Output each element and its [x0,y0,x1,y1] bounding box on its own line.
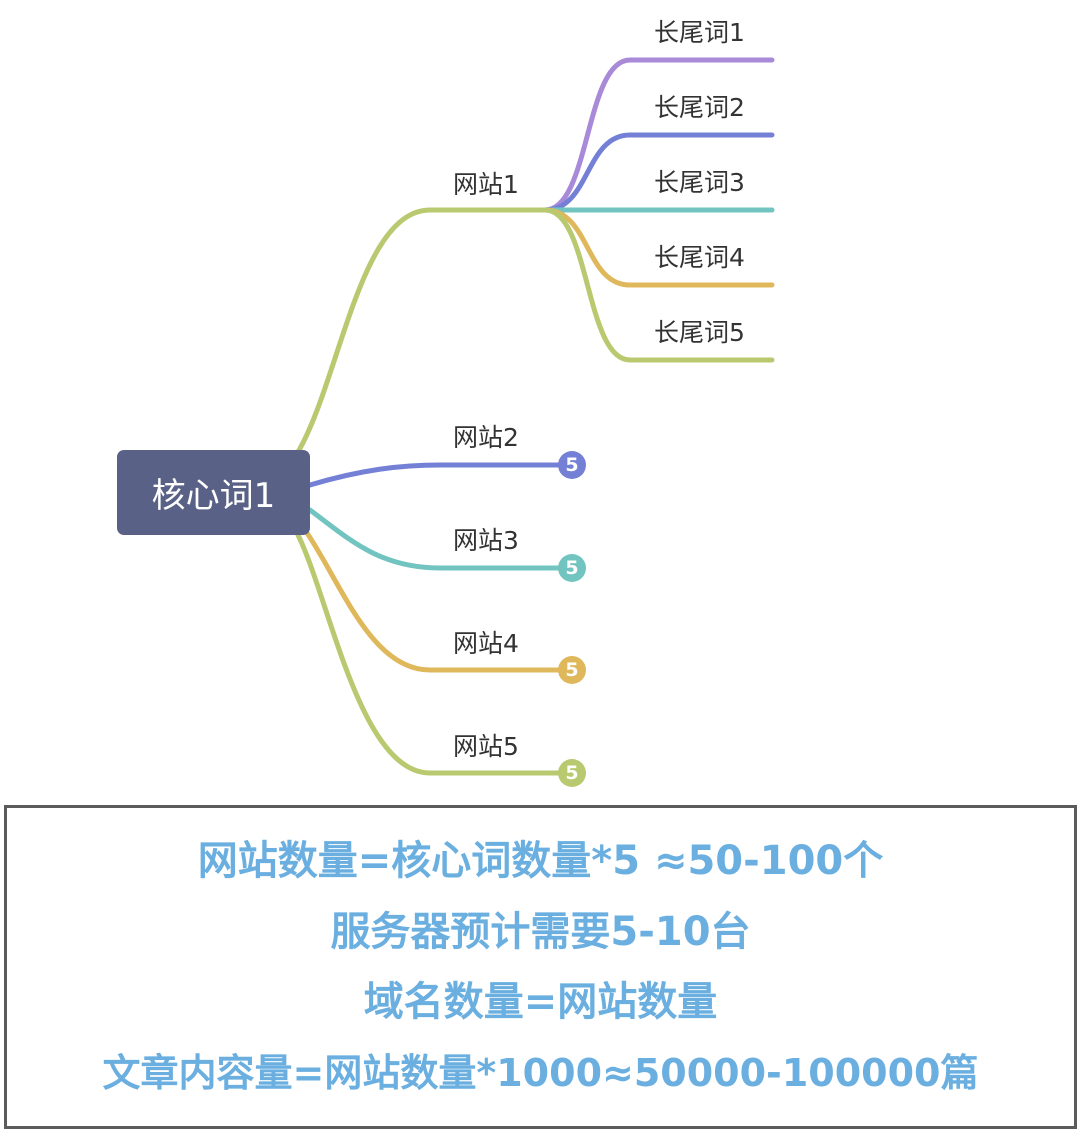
connector-site-2 [307,462,575,488]
summary-domain-count: 域名数量=网站数量 [363,979,718,1026]
keyword-label-1[interactable]: 长尾词1 [654,18,745,47]
collapsed-count-badge-site-5[interactable]: 5 [558,759,586,787]
keyword-label-5[interactable]: 长尾词5 [654,318,745,347]
keyword-label-4[interactable]: 长尾词4 [654,243,745,272]
connector-site-4 [302,527,575,673]
connector-site-3 [307,507,575,571]
keyword-label-2[interactable]: 长尾词2 [654,93,745,122]
connector-site-1 [295,207,548,455]
summary-server-count: 服务器预计需要5-10台 [330,908,751,955]
site-label-2[interactable]: 网站2 [453,423,519,452]
site-label-4[interactable]: 网站4 [453,629,519,658]
connector-keyword-5 [542,207,775,363]
root-node-label: 核心词1 [151,476,276,516]
collapsed-count-badge-site-4[interactable]: 5 [558,656,586,684]
summary-article-count: 文章内容量=网站数量*1000≈50000-100000篇 [102,1051,979,1096]
summary-box: 网站数量=核心词数量*5 ≈50-100个 服务器预计需要5-10台 域名数量=… [4,805,1077,1129]
site-label-3[interactable]: 网站3 [453,526,519,555]
keyword-label-3[interactable]: 长尾词3 [654,168,745,197]
site-label-5[interactable]: 网站5 [453,732,519,761]
site-label-1[interactable]: 网站1 [453,170,519,199]
connector-keyword-1 [542,57,775,213]
collapsed-count-badge-site-3[interactable]: 5 [558,554,586,582]
summary-site-count: 网站数量=核心词数量*5 ≈50-100个 [197,837,884,884]
connector-site-5 [295,532,575,776]
collapsed-count-badge-site-2[interactable]: 5 [558,451,586,479]
root-node[interactable]: 核心词1 [117,450,310,535]
mind-map-connectors [295,57,775,776]
connector-keyword-2 [542,132,775,213]
